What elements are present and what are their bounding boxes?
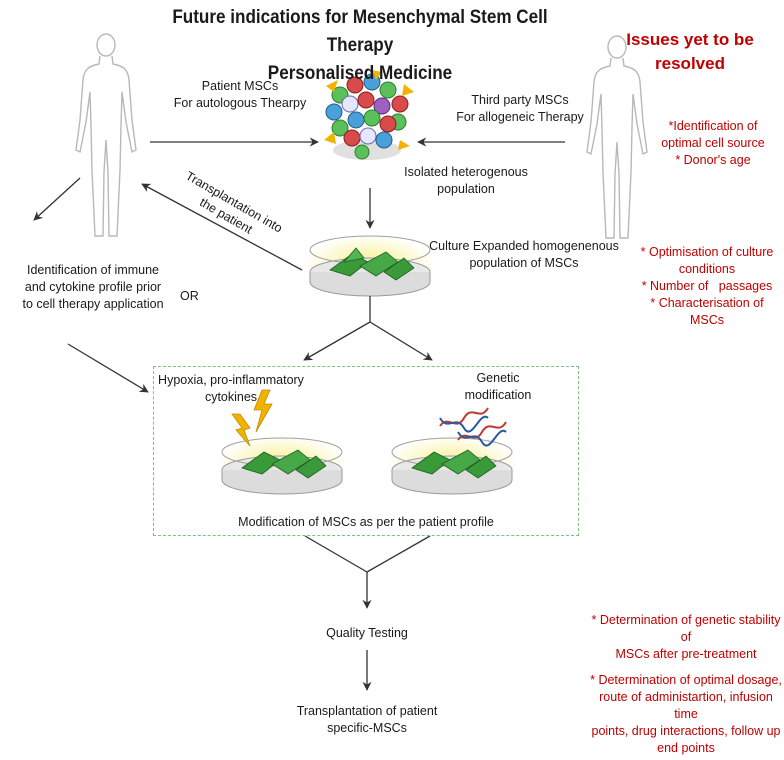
hypoxia-line-1: Hypoxia, pro-inflammatory [158,373,304,387]
diagram-title: Future indications for Mesenchymal Stem … [144,4,576,88]
culture-expanded-label: Culture Expanded homogenenous population… [424,238,624,272]
third-party-mscs-label: Third party MSCs For allogeneic Therapy [440,92,600,126]
immune-line-1: Identification of immune [26,263,159,277]
patient-mscs-line-1: Patient MSCs [201,79,279,93]
issue-culture-line-1: * Optimisation of culture [640,245,774,259]
issues-heading: Issues yet to be resolved [626,30,754,73]
heterogenous-cell-cluster [324,70,414,160]
lightning-bolt-icons [231,389,273,447]
issue-dosage-line-2: route of administartion, infusion time [599,690,773,721]
title-line-2: Personalised Medicine [267,63,453,84]
patient-mscs-line-2: For autologous Thearpy [173,96,307,110]
patient-mscs-label: Patient MSCs For autologous Thearpy [160,78,320,112]
immune-profile-label: Identification of immune and cytokine pr… [0,262,186,313]
issue-dosage-line-1: * Determination of optimal dosage, [590,673,782,687]
patient-figure [75,33,137,237]
issue-dosage: * Determination of optimal dosage, route… [588,672,784,757]
third-party-line-1: Third party MSCs [471,93,569,107]
issue-stability-line-2: MSCs after pre-treatment [615,647,757,661]
dna-helix-icon [439,407,507,447]
immune-line-2: and cytokine profile prior [24,280,162,294]
isolated-line-2: population [437,182,495,196]
culture-line-1: Culture Expanded homogenenous [429,239,619,253]
issue-characterisation-line-1: * Characterisation of [650,296,764,310]
quality-testing-label: Quality Testing [326,626,408,640]
or-label: OR [180,289,199,303]
immune-line-3: to cell therapy application [22,297,164,311]
issue-characterisation-line-2: MSCs [689,313,725,327]
culture-dish-main [304,235,436,297]
issue-cell-source-line-2: optimal cell source [661,136,765,150]
transplant-final-line-2: specific-MSCs [327,721,407,735]
donor-figure [586,35,648,239]
isolated-population-label: Isolated heterogenous population [396,164,536,198]
flow-arrows [33,137,565,691]
issue-genetic-stability: * Determination of genetic stability of … [588,612,784,663]
issue-stability-line-1: * Determination of genetic stability of [591,613,781,644]
culture-dish-hypoxia [216,435,348,495]
genetic-line-1: Genetic [476,371,520,385]
hypoxia-label: Hypoxia, pro-inflammatory cytokines [156,372,306,406]
hypoxia-line-2: cytokines [204,390,258,404]
issue-cell-source: *Identification of optimal cell source *… [644,118,782,169]
issue-dosage-line-3: points, drug interactions, follow up [591,724,781,738]
issue-dosage-line-4: end points [657,741,715,755]
title-line-1: Future indications for Mesenchymal Stem … [172,7,548,56]
isolated-line-1: Isolated heterogenous [404,165,528,179]
culture-line-2: population of MSCs [469,256,579,270]
genetic-line-2: modification [464,388,532,402]
culture-dish-genetic [386,435,518,495]
issue-culture-line-2: conditions [678,262,736,276]
transplantation-final-label: Transplantation of patient specific-MSCs [280,703,454,737]
modification-label: Modification of MSCs as per the patient … [238,515,494,529]
issue-passages: * Number of passages [641,279,773,293]
third-party-line-2: For allogeneic Therapy [456,110,584,124]
issue-donor-age: * Donor's age [675,153,751,167]
transplant-final-line-1: Transplantation of patient [296,704,438,718]
genetic-modification-label: Genetic modification [458,370,538,404]
modification-box [153,366,579,536]
issue-cell-source-line-1: *Identification of [668,119,758,133]
issue-culture: * Optimisation of culture conditions * N… [630,244,784,329]
